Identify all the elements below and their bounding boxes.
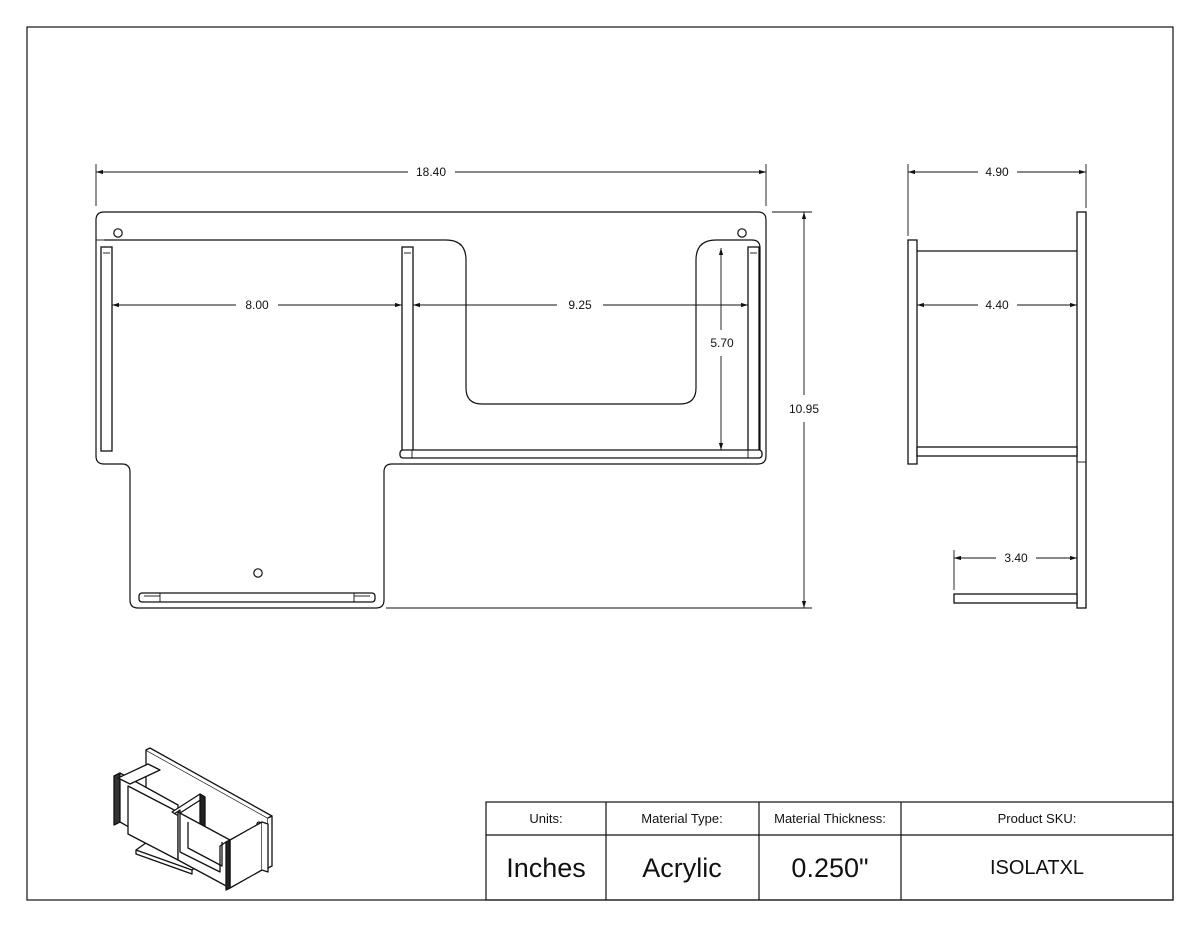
mount-hole-lower: [253, 568, 263, 578]
units-value: Inches: [506, 853, 586, 883]
shelf-bottom-right: [399, 449, 763, 459]
dim-right-compartment: 9.25: [568, 298, 592, 312]
side-view: [907, 211, 1087, 609]
dim-side-depth: 4.90: [985, 165, 1009, 179]
side-lower-shelf: [953, 593, 1078, 604]
wall-right: [747, 246, 760, 452]
dim-left-compartment: 8.00: [245, 298, 269, 312]
material-thickness-header: Material Thickness:: [774, 811, 886, 826]
dim-overall-height: 10.95: [789, 402, 819, 416]
isometric-view: [113, 747, 273, 891]
wall-left: [100, 246, 113, 452]
front-dimensions: 18.40 8.00 9.25 5.70 10.95: [95, 164, 819, 609]
product-sku-value: ISOLATXL: [990, 857, 1084, 879]
mount-hole-left: [113, 228, 123, 238]
side-bottom-wall: [916, 446, 1078, 457]
material-type-header: Material Type:: [641, 811, 722, 826]
side-back-panel: [1076, 211, 1087, 609]
units-header: Units:: [529, 811, 562, 826]
side-dimensions: 4.90 4.40 3.40: [907, 164, 1087, 590]
material-type-value: Acrylic: [642, 853, 722, 883]
dim-notch-depth: 5.70: [710, 336, 734, 350]
product-sku-header: Product SKU:: [998, 811, 1077, 826]
dim-shelf-depth: 3.40: [1004, 551, 1028, 565]
dim-overall-width: 18.40: [416, 165, 446, 179]
wall-middle: [401, 246, 414, 452]
material-thickness-value: 0.250": [791, 853, 868, 883]
front-view: [95, 211, 767, 609]
mount-hole-right: [737, 228, 747, 238]
side-front-panel: [907, 239, 918, 465]
dim-side-inner-depth: 4.40: [985, 298, 1009, 312]
shelf-lower: [138, 592, 376, 603]
title-block: Units: Material Type: Material Thickness…: [485, 801, 1174, 901]
